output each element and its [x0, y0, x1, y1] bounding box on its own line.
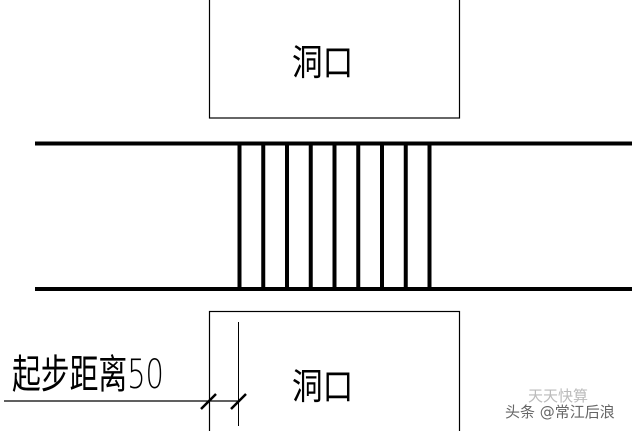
- dimension-label: 起步距离50: [12, 352, 164, 398]
- watermark-line2: 头条 @常江后浪: [505, 403, 615, 421]
- top-opening-box: [208, 0, 461, 119]
- bottom-opening-box: [208, 310, 461, 431]
- top-opening-label: 洞口: [292, 43, 354, 84]
- bottom-opening-label: 洞口: [292, 367, 354, 408]
- rebar-group: [237, 143, 432, 289]
- dimension-tick-left: [200, 393, 217, 410]
- watermark-line1: 天天快算: [528, 387, 589, 405]
- dimension-tick-right: [230, 393, 247, 410]
